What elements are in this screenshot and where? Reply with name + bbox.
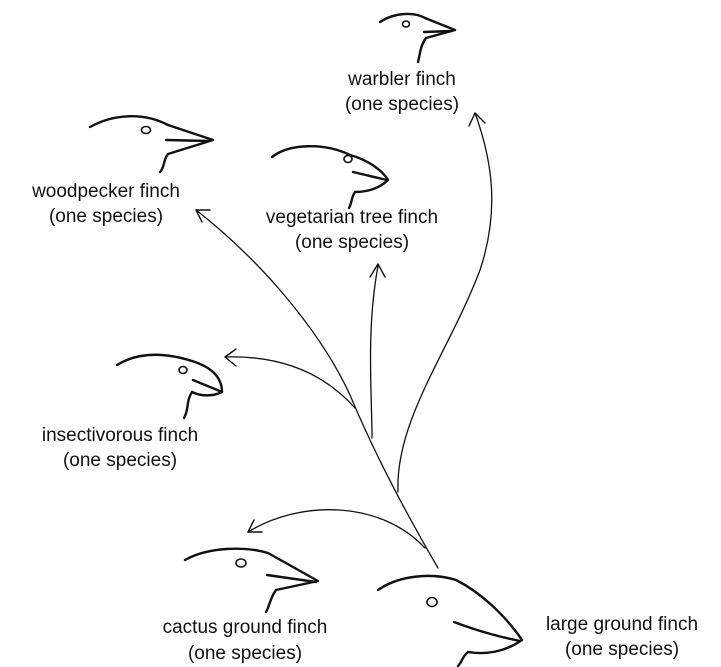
cactus-ground-finch-name: cactus ground finch: [163, 617, 328, 638]
vegetarian-tree-finch-name: vegetarian tree finch: [266, 207, 438, 228]
woodpecker-finch-name: woodpecker finch: [31, 181, 180, 202]
vegetarian-tree-finch-count: (one species): [295, 232, 409, 253]
woodpecker-finch-head-icon: [90, 116, 213, 172]
cactus-ground-finch-head-icon: [185, 549, 318, 612]
warbler-finch-head-icon: [380, 14, 455, 62]
warbler-finch-count: (one species): [345, 94, 459, 115]
branch-woodpecker: [196, 210, 438, 568]
insectivorous-finch-count: (one species): [63, 450, 177, 471]
branch-vegetarian: [371, 266, 379, 438]
insectivorous-finch-head-icon: [117, 355, 222, 418]
large-ground-finch-name: large ground finch: [546, 614, 698, 635]
large-ground-finch-count: (one species): [565, 639, 679, 660]
branch-insectivorous: [225, 357, 355, 408]
warbler-finch-name: warbler finch: [347, 69, 456, 90]
vegetarian-tree-finch-head-icon: [272, 146, 388, 208]
large-ground-finch-head-icon: [378, 576, 522, 666]
branch-lines: [196, 113, 492, 568]
cactus-ground-finch-count: (one species): [188, 643, 302, 664]
branch-cactus: [248, 510, 425, 548]
insectivorous-finch-name: insectivorous finch: [42, 425, 198, 446]
branch-warbler: [398, 113, 492, 492]
woodpecker-finch-count: (one species): [49, 206, 163, 227]
